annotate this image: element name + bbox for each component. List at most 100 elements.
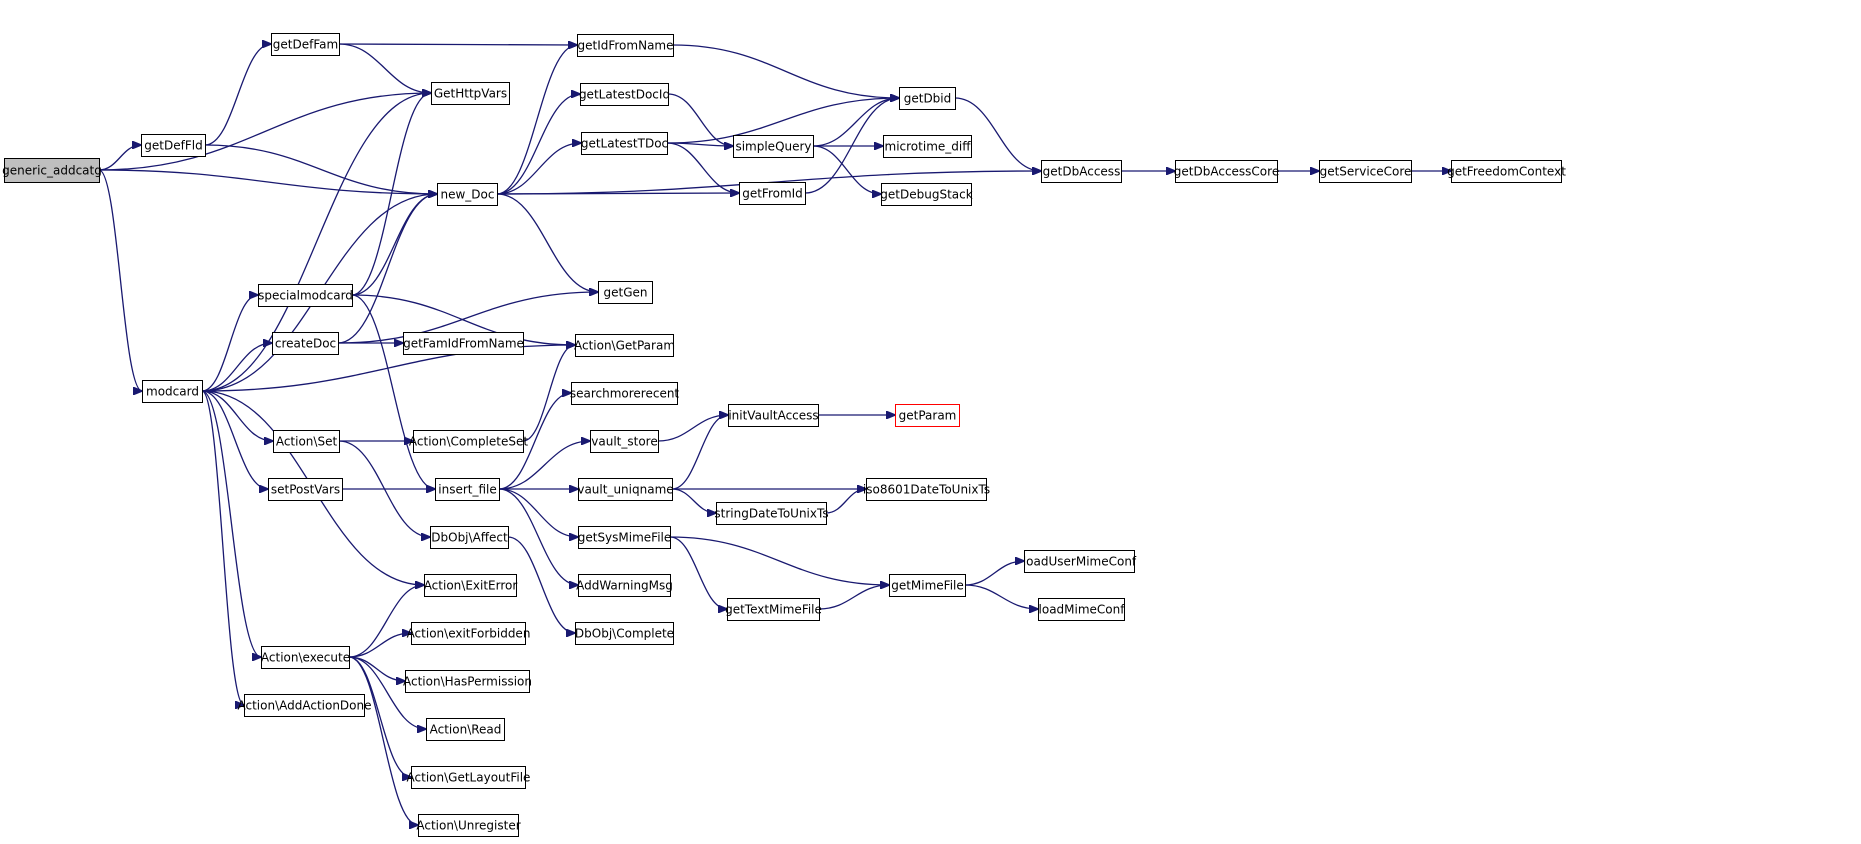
node-get-mime-file[interactable]: getMimeFile	[889, 574, 966, 597]
node-get-def-fam[interactable]: getDefFam	[271, 33, 340, 56]
node-action-set[interactable]: Action\Set	[273, 430, 340, 453]
edge-new-doc-to-get-latest-tdoc	[496, 143, 581, 195]
node-get-latest-tdoc[interactable]: getLatestTDoc	[581, 132, 668, 155]
edge-modcard-to-set-post-vars	[201, 390, 268, 489]
node-box	[431, 82, 510, 105]
node-get-sys-mime-file[interactable]: getSysMimeFile	[578, 526, 672, 549]
edge-line	[812, 145, 881, 194]
node-actionexit-forbidden[interactable]: Action\exitForbidden	[407, 622, 531, 645]
node-microtime-diff[interactable]: microtime_diff	[883, 135, 972, 158]
node-label: getIdFromName	[578, 39, 674, 53]
node-get-text-mime-file[interactable]: getTextMimeFile	[725, 598, 822, 621]
node-get-fam-id-from-name[interactable]: getFamIdFromName	[403, 332, 524, 355]
edge-get-def-fld-to-new-doc	[204, 144, 437, 194]
edge-line	[338, 44, 577, 45]
node-get-def-fld[interactable]: getDefFld	[141, 134, 206, 157]
edge-line	[669, 536, 889, 585]
node-searchmorerecent[interactable]: searchmorerecent	[570, 382, 680, 405]
edge-actionexecute-to-action-exit-error	[348, 585, 424, 658]
node-action-add-action-done[interactable]: Action\AddActionDone	[237, 694, 372, 717]
node-label: GetHttpVars	[434, 87, 507, 101]
edge-string-date-to-unix-ts-to-iso8601-date-to-unix-ts	[825, 489, 866, 514]
node-box	[413, 430, 524, 453]
node-db-obj-complete[interactable]: DbObj\Complete	[575, 622, 674, 645]
edge-modcard-to-action-set	[201, 390, 273, 441]
node-label: setPostVars	[271, 483, 340, 497]
node-label: vault_uniqname	[577, 483, 673, 497]
edge-insert-file-to-get-sys-mime-file	[498, 488, 578, 537]
node-box	[273, 430, 340, 453]
node-label: getSysMimeFile	[578, 531, 672, 545]
node-string-date-to-unix-ts[interactable]: stringDateToUnixTs	[714, 502, 829, 525]
edge-simple-query-to-get-debug-stack	[812, 145, 881, 194]
node-create-doc[interactable]: createDoc	[272, 332, 339, 355]
node-box	[1041, 160, 1122, 183]
node-label: getDbAccess	[1043, 165, 1121, 179]
node-get-db-access-core[interactable]: getDbAccessCore	[1174, 160, 1279, 183]
node-label: loadMimeConf	[1039, 603, 1126, 617]
node-box	[728, 404, 819, 427]
edge-line	[666, 98, 899, 144]
node-action-complete-set[interactable]: Action\CompleteSet	[409, 430, 528, 453]
node-load-user-mime-conf[interactable]: loadUserMimeConf	[1023, 550, 1137, 573]
node-get-db-access[interactable]: getDbAccess	[1041, 160, 1122, 183]
node-get-param[interactable]: getParam	[895, 404, 960, 427]
node-get-dbid[interactable]: getDbid	[899, 87, 956, 110]
node-get-debug-stack[interactable]: getDebugStack	[880, 183, 973, 206]
edge-get-mime-file-to-load-mime-conf	[964, 584, 1038, 609]
node-init-vault-access[interactable]: initVaultAccess	[728, 404, 819, 427]
node-action-exit-error[interactable]: Action\ExitError	[424, 574, 518, 597]
node-insert-file[interactable]: insert_file	[435, 478, 500, 501]
edge-line	[98, 145, 141, 171]
edge-line	[351, 93, 431, 296]
node-specialmodcard[interactable]: specialmodcard	[258, 284, 353, 307]
node-modcard[interactable]: modcard	[142, 380, 203, 403]
node-box	[881, 183, 972, 206]
node-vault-store[interactable]: vault_store	[590, 430, 659, 453]
edge-specialmodcard-to-get-http-vars	[351, 93, 431, 296]
node-action-get-param[interactable]: Action\GetParam	[574, 334, 675, 357]
edge-vault-store-to-init-vault-access	[657, 415, 728, 442]
node-box	[271, 33, 340, 56]
node-get-latest-doc-id[interactable]: getLatestDocId	[579, 83, 670, 106]
node-new-doc[interactable]: new_Doc	[437, 183, 498, 206]
node-action-read[interactable]: Action\Read	[426, 718, 505, 741]
edge-generic-addcatg-to-get-http-vars	[98, 93, 431, 171]
edge-get-latest-tdoc-to-get-dbid	[666, 98, 899, 144]
node-action-unregister[interactable]: Action\Unregister	[416, 814, 521, 837]
edge-line	[671, 415, 728, 490]
node-actionexecute[interactable]: Action\execute	[261, 646, 350, 669]
edge-get-latest-tdoc-to-get-from-id	[666, 142, 739, 193]
node-label: DbObj\Complete	[575, 627, 674, 641]
node-label: createDoc	[275, 337, 336, 351]
node-label: getFromId	[742, 187, 803, 201]
node-label: Action\Set	[276, 435, 338, 449]
node-get-from-id[interactable]: getFromId	[739, 182, 806, 205]
node-set-post-vars[interactable]: setPostVars	[268, 478, 343, 501]
node-db-obj-affect[interactable]: DbObj\Affect	[430, 526, 509, 549]
node-load-mime-conf[interactable]: loadMimeConf	[1038, 598, 1126, 621]
node-get-http-vars[interactable]: GetHttpVars	[431, 82, 510, 105]
edge-line	[201, 390, 268, 489]
edge-new-doc-to-get-gen	[496, 193, 598, 292]
node-generic-addcatg[interactable]: generic_addcatg	[2, 158, 102, 183]
node-get-service-core[interactable]: getServiceCore	[1319, 160, 1412, 183]
node-label: Action\HasPermission	[403, 675, 532, 689]
node-label: insert_file	[438, 483, 497, 497]
node-get-gen[interactable]: getGen	[598, 281, 653, 304]
node-add-warning-msg[interactable]: AddWarningMsg	[576, 574, 673, 597]
node-get-freedom-context[interactable]: getFreedomContext	[1447, 160, 1566, 183]
edge-line	[204, 144, 437, 194]
edge-get-dbid-to-get-db-access	[954, 97, 1041, 171]
node-action-get-layout-file[interactable]: Action\GetLayoutFile	[407, 766, 531, 789]
node-box	[889, 574, 966, 597]
node-simple-query[interactable]: simpleQuery	[733, 135, 814, 158]
node-vault-uniqname[interactable]: vault_uniqname	[577, 478, 674, 501]
node-label: simpleQuery	[735, 140, 811, 154]
node-get-id-from-name[interactable]: getIdFromName	[577, 34, 674, 57]
node-iso8601-date-to-unix-ts[interactable]: iso8601DateToUnixTs	[863, 478, 990, 501]
node-box	[727, 598, 820, 621]
edge-line	[201, 390, 261, 657]
node-label: getDebugStack	[880, 188, 972, 202]
node-action-has-permission[interactable]: Action\HasPermission	[403, 670, 532, 693]
